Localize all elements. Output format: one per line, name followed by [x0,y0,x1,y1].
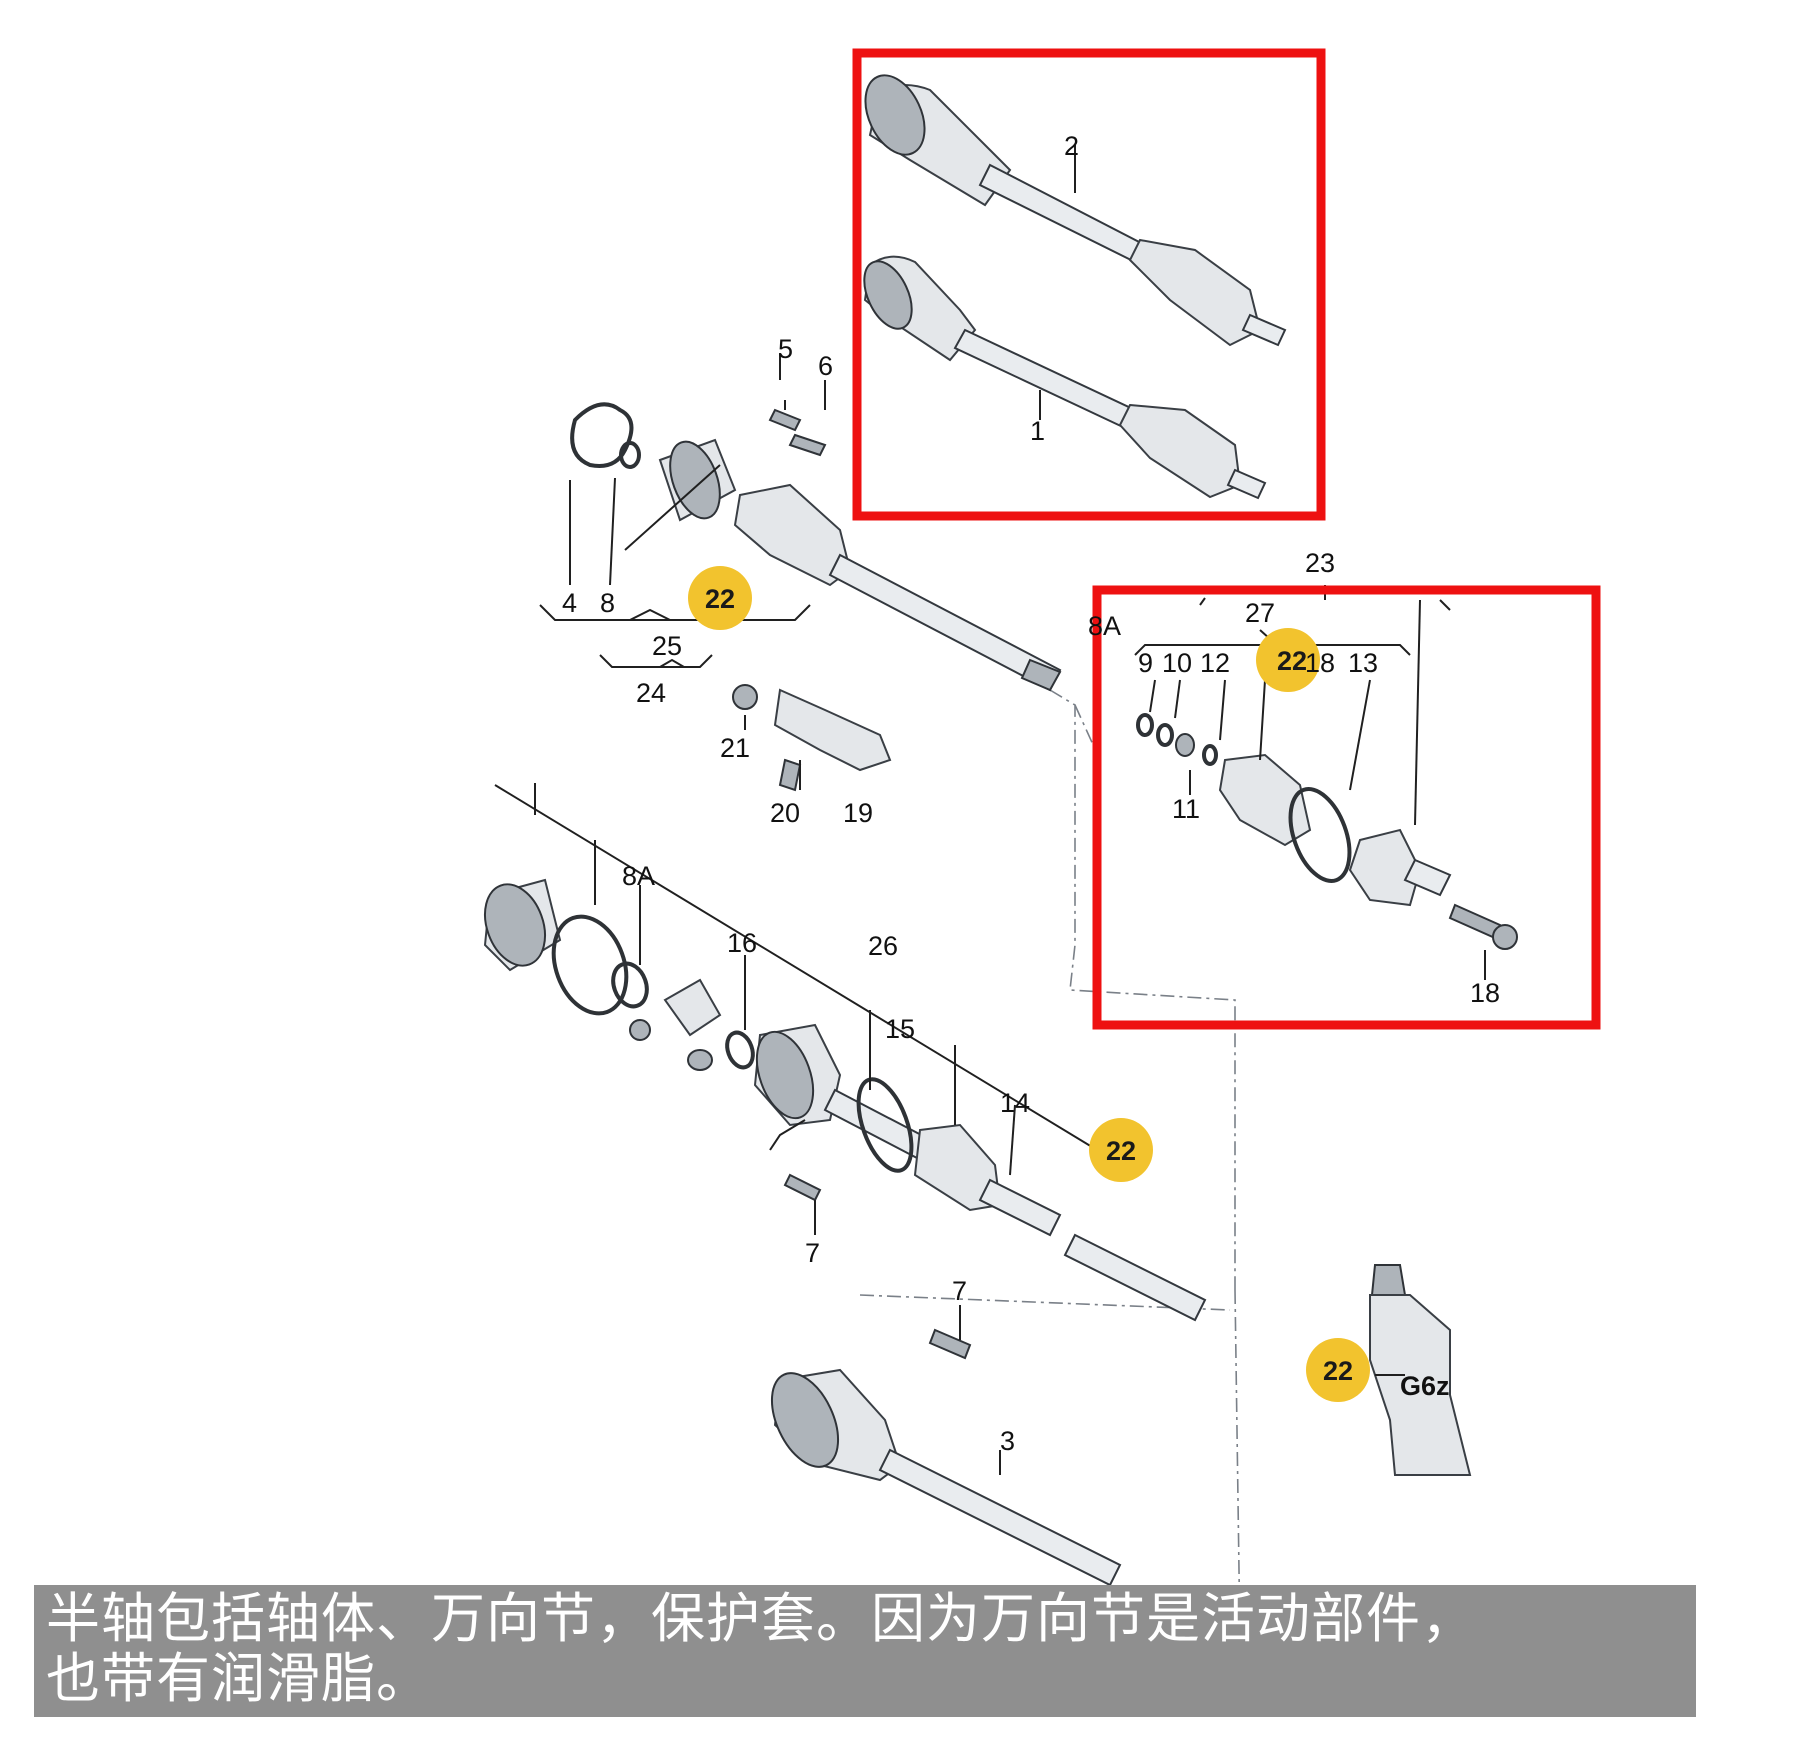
bracket-19 [732,684,892,792]
bolt-6 [788,433,827,457]
part-label: 15 [885,1014,915,1044]
grease-badge: 22 [1089,1118,1153,1182]
grease-tube-text: G6z [1400,1371,1450,1401]
part-label: 8 [600,588,615,618]
part-label: 8A [622,861,655,891]
grease-badge: 22 [1306,1338,1370,1402]
part-label: 1 [1030,416,1045,446]
part-label: 20 [770,798,800,828]
part-label: 16 [727,928,757,958]
part-label: 13 [1348,648,1378,678]
part-label: 5 [778,334,793,364]
part-label: 10 [1162,648,1192,678]
part-label: 18 [1305,648,1335,678]
part-label: 18 [1470,978,1500,1008]
grease-tube: G6z [1369,1264,1472,1476]
badge-text: 22 [1323,1356,1353,1386]
drive-shaft-1 [863,255,1267,500]
badge-text: 22 [1277,646,1307,676]
caption-box: 半轴包括轴体、万向节，保护套。因为万向节是活动部件， 也带有润滑脂。 [34,1585,1696,1717]
leader-lines [494,145,1486,1475]
caption-line-1: 半轴包括轴体、万向节，保护套。因为万向节是活动部件， [46,1587,1476,1650]
part-label: 26 [868,931,898,961]
inner-joint-shaft-upper [570,402,1062,692]
part-label: 2 [1064,131,1079,161]
grease-badge: 22 [1256,628,1320,692]
part-label: 25 [652,631,682,661]
part-label: 11 [1172,794,1200,824]
part-label: 23 [1305,548,1335,578]
highlight-box-cv-joint [1092,585,1601,1030]
part-label: 24 [636,678,666,708]
drive-shaft-3 [770,1328,1122,1587]
badge-text: 22 [1106,1136,1136,1166]
part-label: 14 [1000,1088,1030,1118]
highlight-box-shafts [852,48,1326,521]
part-label: 8A [1088,611,1121,641]
part-label: 6 [818,351,833,381]
cv-joint-parts-right [1136,713,1518,950]
bolt-5 [768,408,802,432]
part-label: 27 [1245,598,1275,628]
part-label: 9 [1138,648,1153,678]
inner-joint-shaft-middle [483,878,1207,1322]
part-label: 7 [805,1238,820,1268]
part-label: 3 [1000,1426,1015,1456]
part-label: 19 [843,798,873,828]
part-label: 7 [952,1276,967,1306]
badge-text: 22 [705,584,735,614]
part-number-labels: 2 1 5 6 4 8 25 24 21 20 19 23 27 8A 9 10… [562,131,1500,1456]
part-label: 12 [1200,648,1230,678]
drive-shaft-2 [864,74,1287,347]
grease-badge: 22 [688,566,752,630]
part-label: 4 [562,588,577,618]
caption-line-2: 也带有润滑脂。 [46,1647,431,1710]
part-label: 21 [720,733,750,763]
